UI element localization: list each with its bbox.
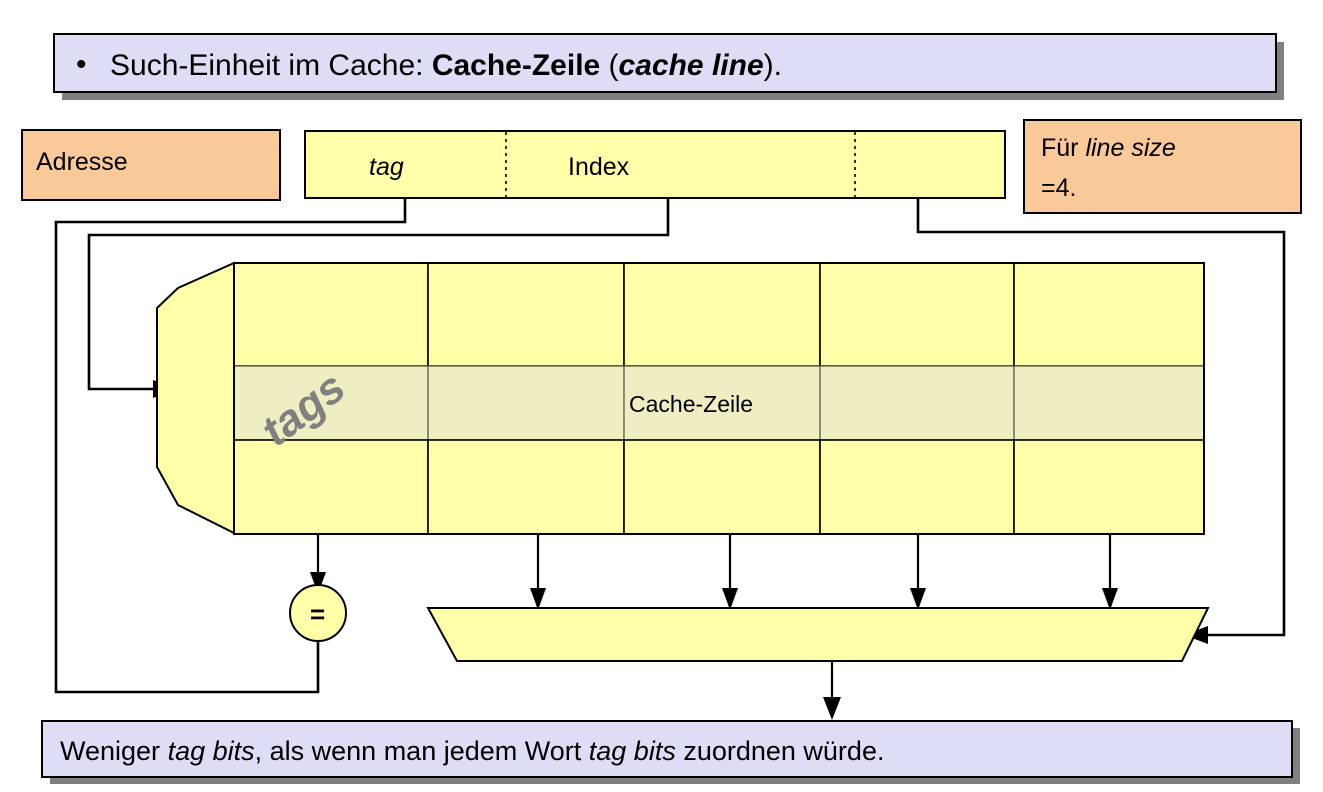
- address-field-index-label: Index: [568, 153, 630, 181]
- note-line-1-plain: Für: [1041, 134, 1085, 162]
- cache-cell: [233, 439, 429, 535]
- address-bar-rect: [304, 130, 1006, 199]
- wire-word-1-to-mux: [722, 534, 738, 610]
- cache-cell-highlighted: [1013, 365, 1205, 441]
- cache-cell-highlighted: [623, 365, 821, 441]
- header-text-part-3: ).: [764, 49, 782, 82]
- note-line-1: Für line size: [1041, 134, 1176, 162]
- cache-cell-highlighted: [819, 365, 1015, 441]
- footer-text-italic-2: tag bits: [589, 736, 676, 766]
- header-text: Such-Einheit im Cache: Cache-Zeile (cach…: [110, 49, 782, 82]
- footer-box: [41, 720, 1293, 778]
- wire-word-0-arrowhead: [530, 588, 546, 610]
- cache-row: [233, 262, 1205, 367]
- header-text-bold-italic: cache line: [619, 49, 764, 82]
- address-bar: tag Index: [304, 130, 1006, 199]
- comparator-label: =: [310, 599, 325, 629]
- wire-tagcol-arrowhead: [310, 572, 326, 594]
- cache-cell: [623, 439, 821, 535]
- cache-cell-highlighted: [427, 365, 625, 441]
- cache-decoder: [156, 261, 235, 535]
- cache-grid: tags Cache-Zeile: [233, 262, 1205, 535]
- note-rect: [1023, 119, 1302, 214]
- footer-text-part-2: , als wenn man jedem Wort: [255, 736, 589, 766]
- decoder-shape: [156, 261, 235, 535]
- header-bullet-icon: •: [76, 48, 87, 81]
- address-label-text: Adresse: [36, 148, 128, 176]
- cache-cell: [819, 262, 1015, 367]
- cache-cell: [427, 262, 625, 367]
- footer-text-italic-1: tag bits: [168, 736, 255, 766]
- wire-offset-arrowhead: [1184, 626, 1208, 644]
- wire-tagcol-to-comparator: [310, 534, 326, 594]
- cache-cell: [233, 262, 429, 367]
- address-label-rect: [21, 129, 281, 201]
- header-text-part-1: Such-Einheit im Cache:: [110, 49, 432, 82]
- wire-word-3-arrowhead: [1102, 588, 1118, 610]
- header-text-bold: Cache-Zeile: [432, 49, 600, 82]
- address-field-tag-label: tag: [369, 153, 404, 181]
- cache-cell: [1013, 262, 1205, 367]
- address-label-box: Adresse: [21, 129, 281, 201]
- multiplexer-shape: [426, 607, 1210, 662]
- wire-offset-to-mux: [916, 198, 1286, 644]
- footer-text-part-1: Weniger: [60, 736, 168, 766]
- cache-cell: [819, 439, 1015, 535]
- note-box: Für line size =4.: [1023, 119, 1302, 214]
- header-callout: • Such-Einheit im Cache: Cache-Zeile (ca…: [53, 33, 1284, 100]
- cache-row-highlighted: [233, 365, 1205, 441]
- multiplexer: [426, 607, 1210, 662]
- cache-cell: [1013, 439, 1205, 535]
- wire-word-2-arrowhead: [910, 588, 926, 610]
- cache-cell: [427, 439, 625, 535]
- wire-word-1-arrowhead: [722, 588, 738, 610]
- note-line-2: =4.: [1041, 174, 1076, 202]
- note-line-1-italic: line size: [1085, 134, 1175, 162]
- comparator-circle: [289, 584, 347, 642]
- header-box: [53, 33, 1277, 93]
- wire-mux-output-arrowhead: [823, 697, 841, 720]
- footer-callout: Weniger tag bits, als wenn man jedem Wor…: [41, 720, 1300, 784]
- header-text-part-2: (: [600, 49, 618, 82]
- cache-zeile-label: Cache-Zeile: [629, 391, 753, 417]
- footer-text-part-3: zuordnen würde.: [676, 736, 885, 766]
- footer-text: Weniger tag bits, als wenn man jedem Wor…: [60, 736, 884, 766]
- wire-word-3-to-mux: [1102, 534, 1118, 610]
- wire-word-2-to-mux: [910, 534, 926, 610]
- cache-row: [233, 439, 1205, 535]
- cache-cell: [623, 262, 821, 367]
- comparator: =: [289, 584, 347, 642]
- cache-grid-border: [233, 262, 1205, 535]
- wire-mux-output: [823, 661, 841, 720]
- wire-word-0-to-mux: [530, 534, 546, 610]
